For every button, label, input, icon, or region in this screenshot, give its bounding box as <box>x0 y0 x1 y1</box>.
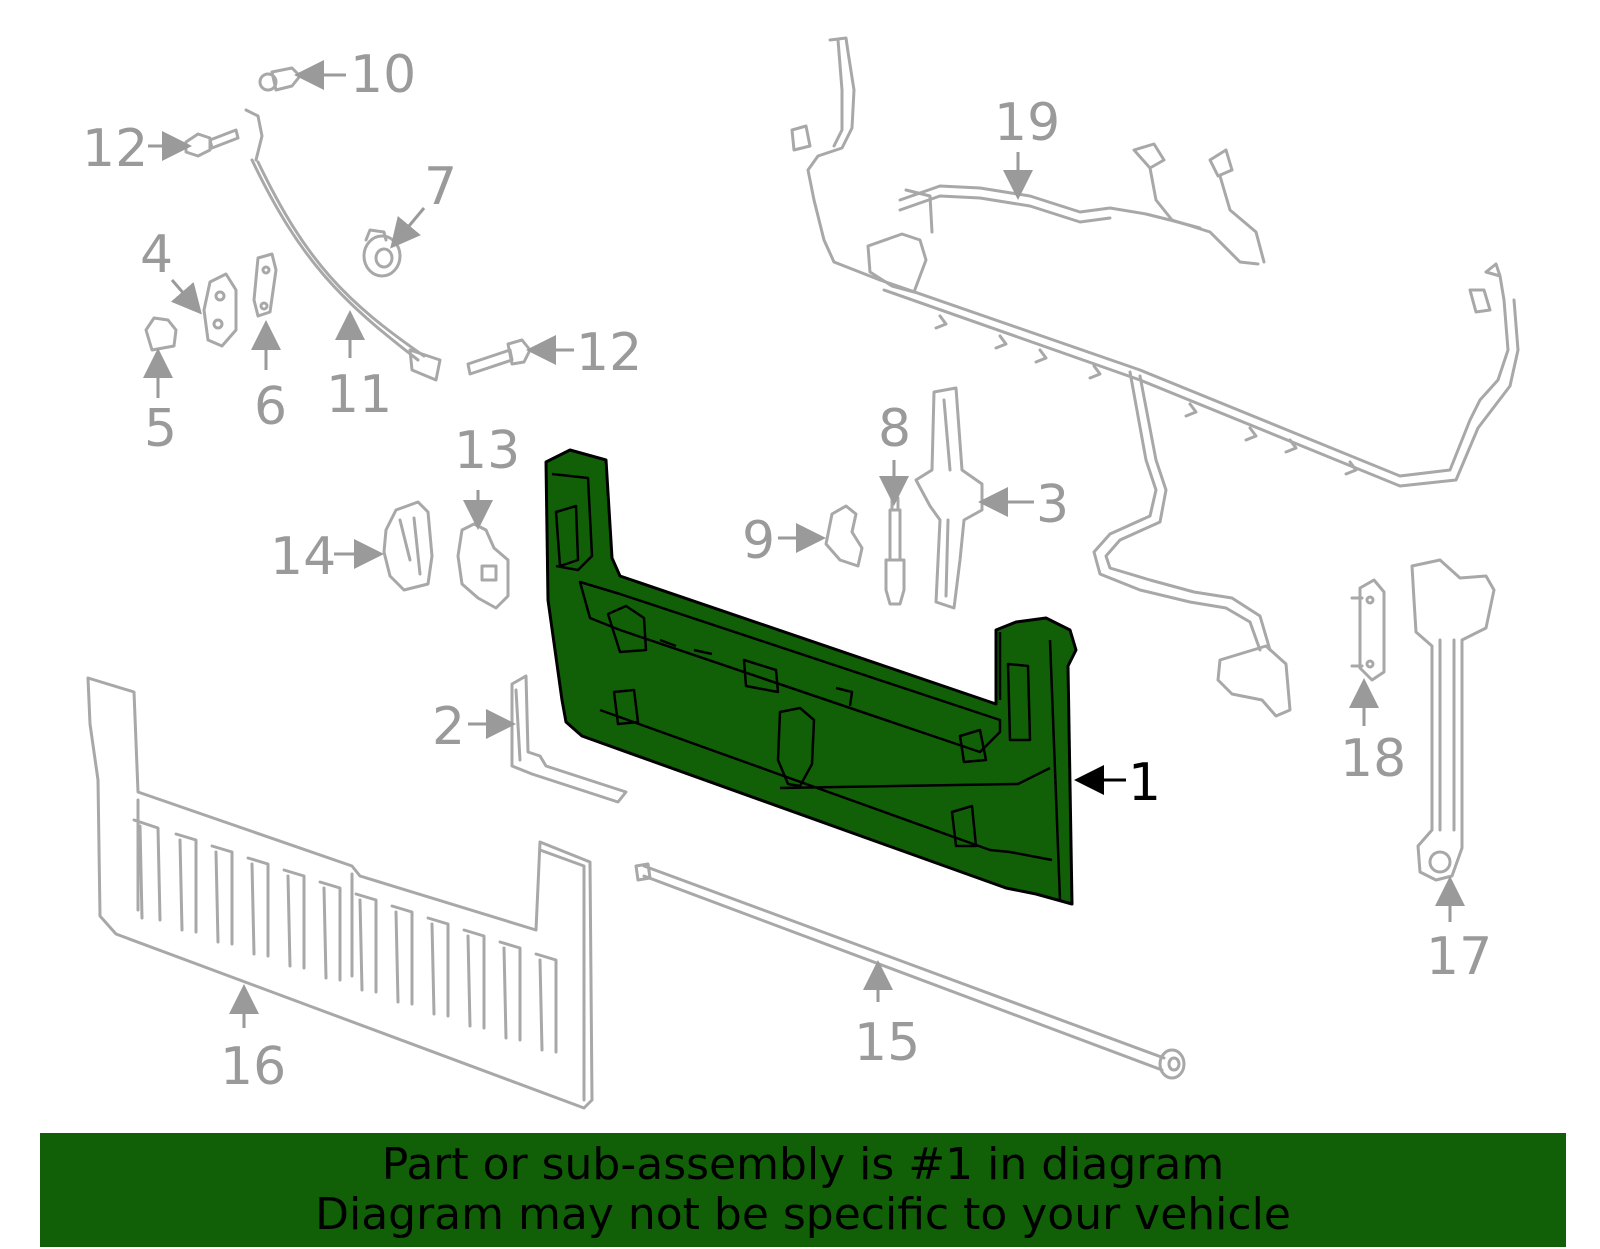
callout-19: 19 <box>994 93 1060 153</box>
info-banner: Part or sub-assembly is #1 in diagram Di… <box>40 1133 1566 1247</box>
part-9-clip <box>824 504 864 568</box>
part-16-outer-panel <box>86 676 594 1110</box>
part-13-latch <box>456 522 510 610</box>
part-4-hinge <box>202 272 238 348</box>
part-3-bracket <box>914 386 984 610</box>
part-2-bracket <box>510 674 628 804</box>
callout-12-upper: 12 <box>82 119 148 179</box>
callout-10: 10 <box>350 45 416 105</box>
callout-16: 16 <box>220 1037 286 1097</box>
callout-9: 9 <box>742 511 775 571</box>
callout-7: 7 <box>424 157 457 217</box>
callout-4: 4 <box>140 225 173 285</box>
callout-17: 17 <box>1426 927 1492 987</box>
callout-5: 5 <box>144 399 177 459</box>
callout-11: 11 <box>326 365 392 425</box>
part-10-clip <box>258 66 302 92</box>
banner-line-1: Part or sub-assembly is #1 in diagram <box>381 1139 1225 1190</box>
callout-15: 15 <box>854 1013 920 1073</box>
leader-7 <box>390 207 426 249</box>
callout-13: 13 <box>454 421 520 481</box>
part-14-cover <box>382 500 434 592</box>
callout-8: 8 <box>878 399 911 459</box>
part-6-bracket <box>252 252 278 318</box>
callout-12-lower: 12 <box>576 323 642 383</box>
part-12-bolt-lower <box>466 338 532 376</box>
callout-14: 14 <box>270 527 336 587</box>
callout-18: 18 <box>1340 729 1406 789</box>
part-1-inner-panel <box>544 448 1078 906</box>
callout-labels: 10 12 7 4 5 6 11 12 19 13 14 8 9 3 2 1 1… <box>82 45 1492 1097</box>
part-7-bushing <box>362 228 402 278</box>
callout-2: 2 <box>432 697 465 757</box>
part-15-rod <box>634 862 1186 1080</box>
part-8-rod <box>884 496 906 606</box>
banner-line-2: Diagram may not be specific to your vehi… <box>315 1189 1291 1240</box>
part-11-cable <box>244 108 442 382</box>
callout-1: 1 <box>1128 753 1161 813</box>
part-5-bumper <box>144 316 178 352</box>
part-17-strap <box>1410 558 1496 882</box>
part-19-harness <box>790 36 1520 718</box>
part-18-hinge <box>1350 578 1386 682</box>
part-12-bolt-upper <box>184 128 240 158</box>
callout-6: 6 <box>254 377 287 437</box>
leader-4 <box>170 279 202 315</box>
callout-3: 3 <box>1036 475 1069 535</box>
leader-lines <box>143 60 1465 1028</box>
